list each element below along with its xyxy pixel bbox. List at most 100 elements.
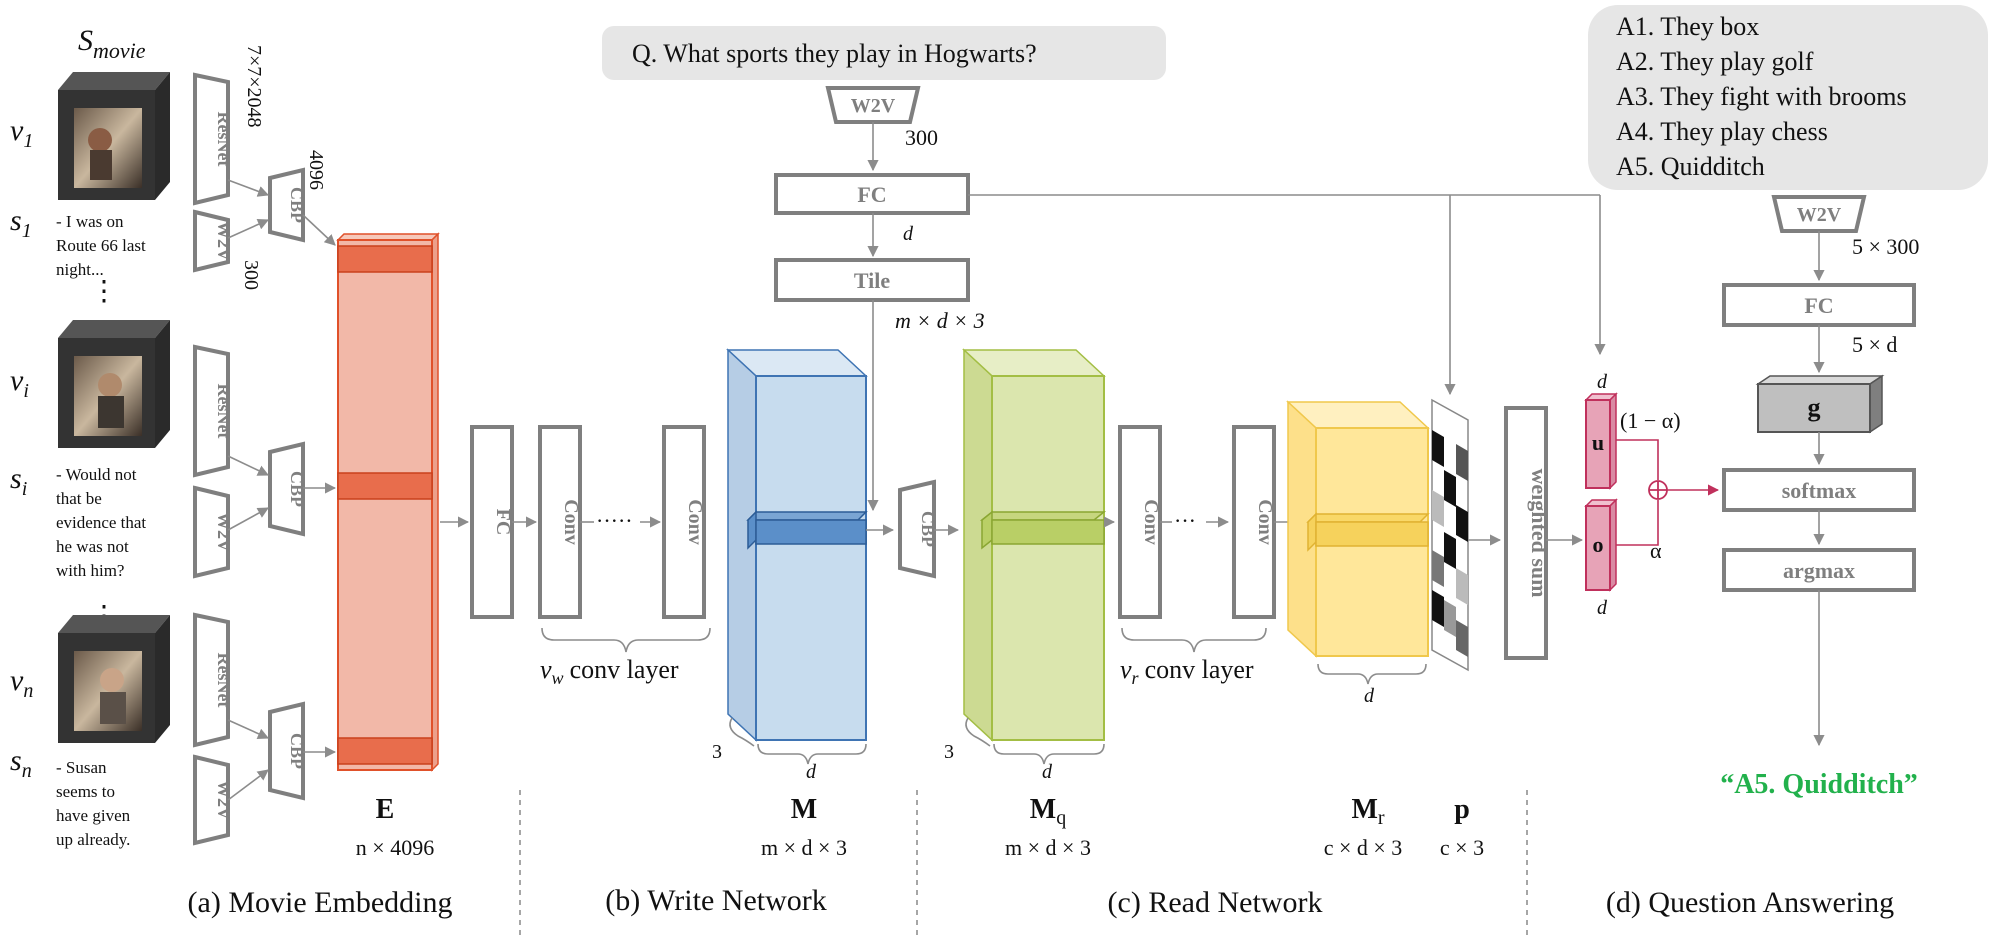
w2v-dim: 300 bbox=[240, 260, 262, 290]
answers-w2v-box bbox=[1771, 195, 1867, 233]
sn-label: sn bbox=[10, 744, 32, 782]
softmax-label: softmax bbox=[1782, 478, 1857, 503]
Mr-dim: c × d × 3 bbox=[1324, 835, 1403, 860]
question-bubble bbox=[602, 26, 1166, 80]
attention-p bbox=[1431, 398, 1469, 672]
question-w2v-dim: 300 bbox=[905, 125, 938, 150]
caption-b: (b) Write Network bbox=[605, 884, 827, 917]
M-label: M bbox=[791, 794, 817, 825]
caption-a: (a) Movie Embedding bbox=[188, 886, 453, 919]
video-frame-n bbox=[58, 615, 170, 743]
vi-label: vi bbox=[10, 364, 29, 402]
movie-title: Smovie bbox=[78, 24, 146, 63]
Mq-width-brace bbox=[993, 743, 1105, 765]
question-fc-box bbox=[774, 173, 970, 215]
question-w2v-box bbox=[825, 86, 921, 124]
answers-list: A1. They box A2. They play golf A3. They… bbox=[1616, 12, 1913, 181]
question-cbp-box bbox=[898, 479, 936, 579]
plus-operator bbox=[1648, 480, 1668, 500]
w2v-box-n bbox=[193, 754, 230, 846]
v1-label: v1 bbox=[10, 114, 33, 152]
g-label: g bbox=[1808, 393, 1821, 422]
question-text: Q. What sports they play in Hogwarts? bbox=[632, 39, 1037, 68]
E-dim: n × 4096 bbox=[356, 835, 434, 860]
resnet-label-n: ResNet bbox=[214, 653, 234, 708]
u-vector bbox=[1584, 392, 1618, 490]
o-vector bbox=[1584, 498, 1618, 592]
cbp-box-1 bbox=[268, 167, 305, 243]
softmax-box bbox=[1722, 468, 1916, 512]
resnet-box-1 bbox=[193, 72, 230, 206]
write-conv-label-2: Conv bbox=[684, 499, 706, 545]
answers-bubble bbox=[1588, 5, 1988, 190]
w2v-box-i bbox=[193, 485, 230, 579]
weighted-sum-label: weighted sum bbox=[1527, 469, 1552, 598]
g-block bbox=[1755, 374, 1885, 434]
resnet-label-1: ResNet bbox=[214, 112, 234, 167]
M-width-brace bbox=[757, 743, 867, 765]
read-memory-Mr bbox=[1286, 400, 1430, 658]
movie-row-n: vn sn - Susan seems to have given up alr… bbox=[10, 612, 337, 849]
cbp-dim: 4096 bbox=[305, 150, 327, 190]
question-cbp-label: CBP bbox=[918, 511, 938, 547]
read-conv-brace bbox=[1121, 627, 1267, 653]
o-d: d bbox=[1597, 597, 1608, 619]
Mr-width-brace bbox=[1317, 663, 1427, 685]
read-conv-box-1 bbox=[1118, 425, 1162, 619]
answers-fc-dim: 5 × d bbox=[1852, 332, 1897, 357]
movie-row-1: v1 s1 - I was on Route 66 last night... … bbox=[10, 45, 336, 290]
alpha-label: α bbox=[1650, 538, 1662, 563]
w2v-label-n: W2V bbox=[214, 780, 234, 820]
M-depth-brace bbox=[729, 717, 755, 747]
write-dots: ····· bbox=[596, 508, 633, 533]
vn-label: vn bbox=[10, 664, 33, 702]
E-label: E bbox=[376, 794, 395, 825]
s1-label: s1 bbox=[10, 204, 32, 242]
answers-w2v-label: W2V bbox=[1797, 204, 1842, 226]
embedding-matrix-E bbox=[336, 232, 440, 772]
w2v-label-1: W2V bbox=[214, 221, 234, 261]
Mq-depth-three: 3 bbox=[944, 741, 954, 763]
write-conv-box-1 bbox=[538, 425, 582, 619]
w2v-box-1 bbox=[193, 209, 230, 273]
write-conv-brace bbox=[541, 627, 711, 653]
cbp-box-n bbox=[268, 701, 305, 801]
Mr-width-d: d bbox=[1364, 685, 1375, 707]
resnet-box-n bbox=[193, 612, 230, 748]
Mq-width-d: d bbox=[1042, 761, 1053, 783]
caption-c: (c) Read Network bbox=[1108, 886, 1323, 919]
cbp-label-n: CBP bbox=[287, 733, 307, 769]
caption-d: (d) Question Answering bbox=[1606, 886, 1894, 919]
one-minus-alpha: (1 − α) bbox=[1620, 408, 1681, 433]
M-width-d: d bbox=[806, 761, 817, 783]
read-conv-label-1: Conv bbox=[1140, 499, 1162, 545]
write-conv-box-2 bbox=[662, 425, 706, 619]
read-dots: ··· bbox=[1174, 508, 1196, 533]
u-d: d bbox=[1597, 371, 1608, 393]
si-label: si bbox=[10, 462, 27, 500]
cbp-label-1: CBP bbox=[287, 187, 307, 223]
argmax-box bbox=[1722, 548, 1916, 592]
u-label: u bbox=[1592, 430, 1604, 455]
video-frame-1 bbox=[58, 72, 170, 200]
resnet-label-i: ResNet bbox=[214, 384, 234, 439]
tile-box bbox=[774, 258, 970, 302]
cbp-label-i: CBP bbox=[287, 471, 307, 507]
weighted-sum-box bbox=[1504, 406, 1548, 660]
resnet-box-i bbox=[193, 344, 230, 478]
write-conv-label-1: Conv bbox=[560, 499, 582, 545]
subtitle-n: - Susan seems to have given up already. bbox=[56, 758, 134, 849]
video-frame-i bbox=[58, 320, 170, 448]
subtitle-i: - Would not that be evidence that he was… bbox=[56, 465, 150, 580]
resnet-dim: 7×7×2048 bbox=[243, 45, 265, 128]
cbp-box-i bbox=[268, 441, 305, 537]
Mq-dim: m × d × 3 bbox=[1005, 835, 1091, 860]
tile-label: Tile bbox=[854, 268, 891, 293]
p-dim: c × 3 bbox=[1440, 835, 1484, 860]
Mq-label: Mq bbox=[1030, 794, 1066, 829]
question-w2v-label: W2V bbox=[851, 95, 896, 117]
query-memory-Mq bbox=[962, 348, 1107, 742]
o-label: o bbox=[1593, 532, 1604, 557]
